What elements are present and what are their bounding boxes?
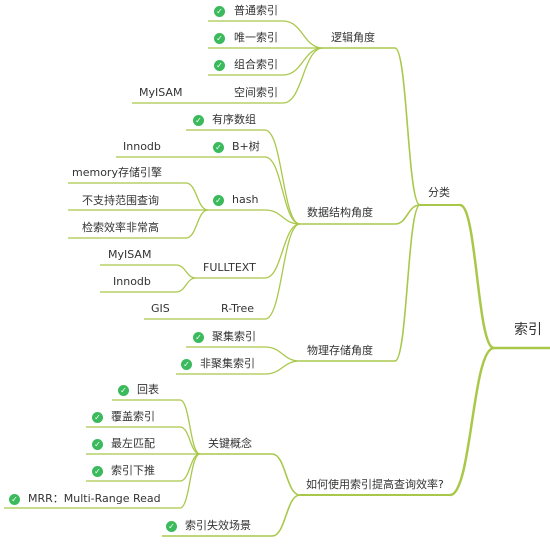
connector-curve bbox=[185, 182, 209, 211]
node-data-structure[interactable]: 数据结构角度 bbox=[307, 206, 373, 219]
node-fulltext-innodb[interactable]: Innodb bbox=[113, 275, 151, 288]
connector-curve bbox=[264, 223, 301, 320]
check-circle-icon: ✓ bbox=[214, 33, 225, 44]
check-circle-icon: ✓ bbox=[214, 6, 225, 17]
node-fulltext-myisam[interactable]: MyISAM bbox=[108, 248, 152, 261]
node-hash-note-range[interactable]: 不支持范围查询 bbox=[82, 194, 159, 207]
connector-curve bbox=[175, 277, 197, 293]
node-logical[interactable]: 逻辑角度 bbox=[331, 31, 375, 44]
node-rtree[interactable]: R-Tree bbox=[221, 302, 255, 315]
connector-curve bbox=[394, 47, 421, 206]
node-hash-note-efficiency[interactable]: 检索效率非常高 bbox=[82, 221, 159, 234]
connector-curve bbox=[185, 209, 209, 239]
check-circle-icon: ✓ bbox=[213, 195, 224, 206]
node-normal-index[interactable]: 普通索引 bbox=[234, 4, 278, 17]
node-efficiency[interactable]: 如何使用索引提高查询效率? bbox=[306, 478, 444, 491]
node-lookup-back[interactable]: 回表 bbox=[137, 383, 159, 396]
node-btree-engine[interactable]: Innodb bbox=[123, 140, 161, 153]
connector-curve bbox=[264, 209, 301, 225]
connector-curve bbox=[449, 346, 495, 497]
node-physical[interactable]: 物理存储角度 bbox=[307, 344, 373, 357]
connector-curve bbox=[282, 47, 324, 76]
connector-curve bbox=[282, 47, 324, 104]
connector-curve bbox=[282, 20, 324, 49]
node-hash[interactable]: hash bbox=[232, 193, 259, 206]
node-nonclustered-index[interactable]: 非聚集索引 bbox=[200, 357, 255, 370]
node-index-pushdown[interactable]: 索引下推 bbox=[111, 464, 155, 477]
node-btree[interactable]: B+树 bbox=[232, 140, 260, 153]
check-circle-icon: ✓ bbox=[214, 60, 225, 71]
check-circle-icon: ✓ bbox=[166, 521, 177, 532]
node-classification[interactable]: 分类 bbox=[428, 186, 450, 199]
connector-curve bbox=[179, 399, 201, 455]
connector-curve bbox=[175, 264, 197, 279]
connector-curve bbox=[179, 453, 201, 482]
check-circle-icon: ✓ bbox=[92, 466, 103, 477]
node-index-failure[interactable]: 索引失效场景 bbox=[185, 519, 251, 532]
node-rtree-gis[interactable]: GIS bbox=[151, 302, 170, 315]
connector-curve bbox=[264, 223, 301, 279]
node-composite-index[interactable]: 组合索引 bbox=[234, 58, 278, 71]
connector-curve bbox=[271, 453, 301, 496]
check-circle-icon: ✓ bbox=[118, 385, 129, 396]
check-circle-icon: ✓ bbox=[92, 439, 103, 450]
check-circle-icon: ✓ bbox=[92, 412, 103, 423]
node-spatial-index[interactable]: 空间索引 bbox=[234, 86, 278, 99]
connector-curve bbox=[264, 360, 301, 375]
node-ordered-array[interactable]: 有序数组 bbox=[212, 113, 256, 126]
node-key-concepts[interactable]: 关键概念 bbox=[208, 437, 252, 450]
node-covering-index[interactable]: 覆盖索引 bbox=[111, 410, 155, 423]
node-leftmost-match[interactable]: 最左匹配 bbox=[111, 437, 155, 450]
connector-curve bbox=[179, 453, 201, 509]
check-circle-icon: ✓ bbox=[193, 332, 204, 343]
node-hash-note-memory[interactable]: memory存储引擎 bbox=[72, 166, 162, 179]
check-circle-icon: ✓ bbox=[193, 115, 204, 126]
check-circle-icon: ✓ bbox=[213, 142, 224, 153]
connector-curve bbox=[394, 204, 421, 362]
connector-curve bbox=[394, 204, 421, 225]
connector-curve bbox=[264, 346, 301, 362]
node-fulltext[interactable]: FULLTEXT bbox=[203, 261, 256, 274]
check-circle-icon: ✓ bbox=[181, 359, 192, 370]
connector-curve bbox=[264, 129, 301, 225]
node-mrr[interactable]: MRR：Multi-Range Read bbox=[28, 492, 161, 505]
root-node-label[interactable]: 索引 bbox=[514, 322, 542, 338]
check-circle-icon: ✓ bbox=[9, 494, 20, 505]
connector-curve bbox=[264, 156, 301, 225]
connector-curve bbox=[179, 426, 201, 455]
node-clustered-index[interactable]: 聚集索引 bbox=[212, 330, 256, 343]
node-unique-index[interactable]: 唯一索引 bbox=[234, 31, 278, 44]
connector-curve bbox=[271, 494, 301, 537]
connector-curve bbox=[459, 203, 495, 350]
node-spatial-engine[interactable]: MyISAM bbox=[139, 86, 183, 99]
